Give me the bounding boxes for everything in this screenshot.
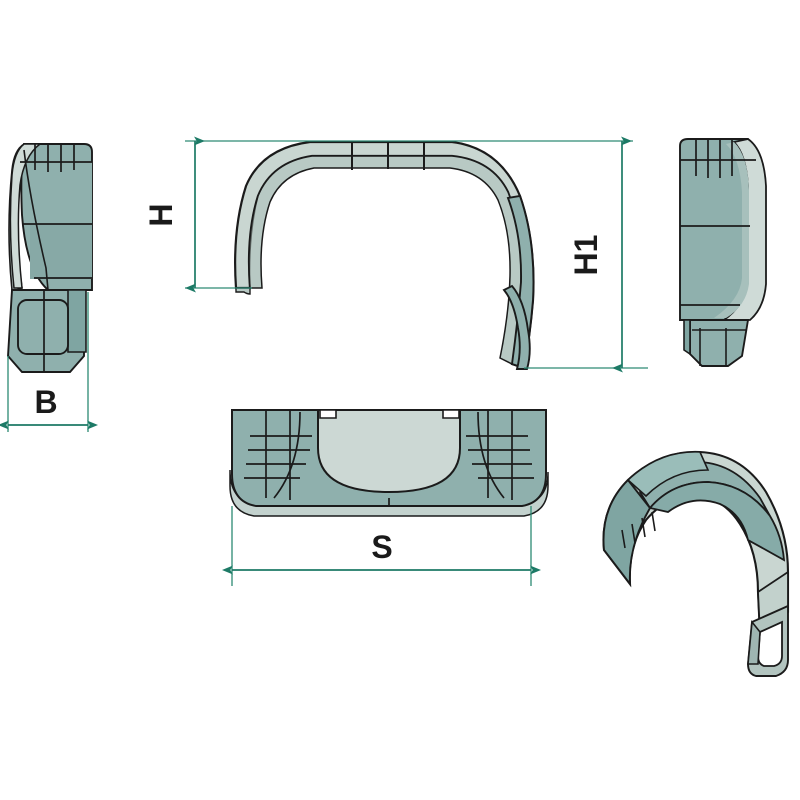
plan-view-dome	[317, 409, 461, 494]
front-arch-left-edge-highlight	[249, 195, 259, 289]
plan-view-notch-left	[319, 409, 337, 419]
left-view-panel-upper	[26, 162, 92, 224]
iso-rib-group	[621, 511, 656, 549]
left-view-bracket-aperture	[17, 299, 69, 355]
dimension-H1: H1	[524, 136, 648, 373]
right-view-rib-group	[695, 139, 733, 178]
dimension-H: H	[143, 136, 633, 293]
iso-left-end-top	[626, 451, 710, 498]
plan-view-left-grille	[244, 410, 312, 500]
left-view-rib-group	[34, 144, 75, 172]
front-arch-left-foot	[235, 287, 251, 295]
left-view-bracket-side	[67, 289, 87, 353]
dimension-S: S	[222, 506, 541, 586]
left-side-view	[7, 143, 93, 373]
dimension-S-label: S	[371, 529, 392, 565]
iso-bracket-side	[747, 619, 761, 665]
dimension-B-label: B	[34, 384, 57, 420]
left-view-lip	[9, 143, 43, 289]
isometric-view	[602, 450, 790, 677]
right-view-shade	[714, 142, 749, 318]
front-arch-tail-lower	[502, 284, 531, 370]
dimension-H1-label: H1	[568, 235, 604, 276]
right-view-bracket-side	[683, 319, 691, 356]
plan-view-right-grille	[466, 410, 534, 500]
plan-view-notch-right	[442, 409, 460, 419]
dimension-B: B	[0, 292, 98, 432]
iso-left-end-face	[602, 478, 652, 588]
dimension-H-label: H	[143, 203, 179, 226]
iso-tread-surface	[648, 481, 786, 562]
left-view-shade-edge	[23, 149, 49, 291]
left-view-panel-lower	[30, 224, 92, 279]
right-side-view	[679, 138, 767, 367]
front-arch-apex-divisions	[351, 142, 425, 170]
plan-view	[229, 409, 549, 517]
